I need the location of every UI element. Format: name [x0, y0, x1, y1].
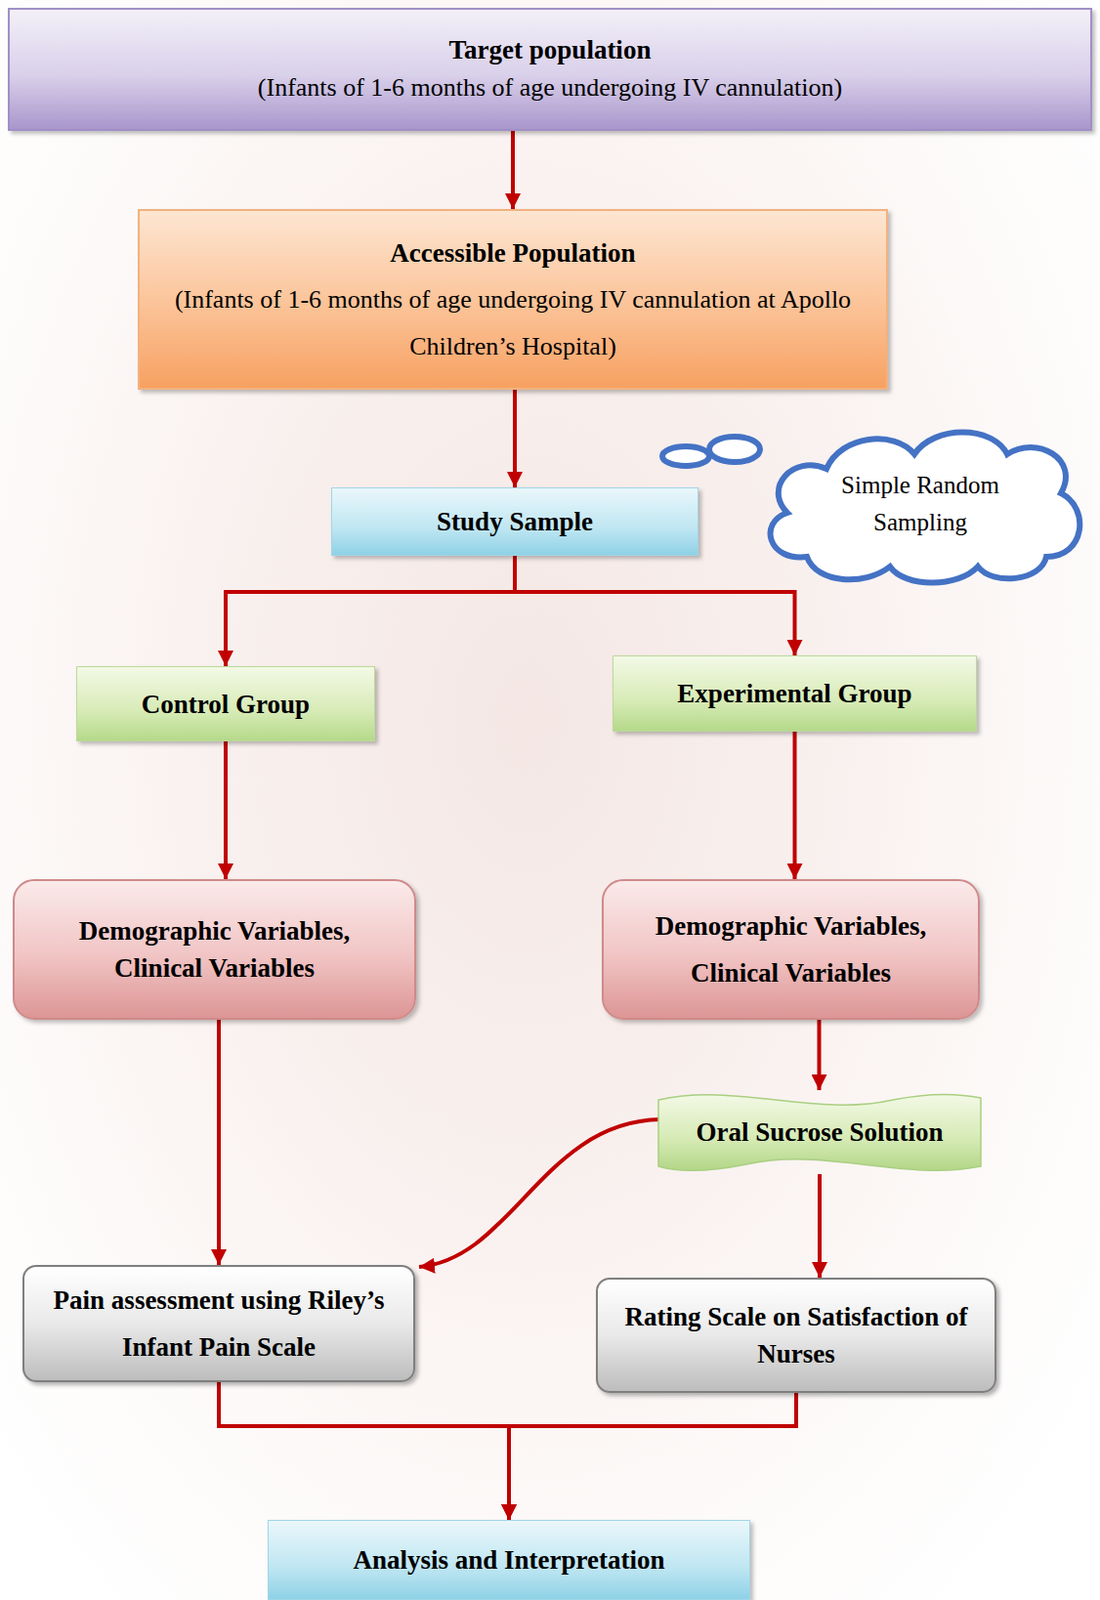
node-text: (Infants of 1-6 months of age undergoing… — [257, 68, 843, 108]
group-box: Control Group — [76, 666, 376, 742]
node-text: Pain assessment using Riley’s Infant Pai… — [36, 1276, 402, 1371]
thought-bubble — [662, 446, 710, 466]
population-box: Accessible Population(Infants of 1-6 mon… — [137, 209, 889, 390]
banner-path — [658, 1095, 981, 1172]
sampling-cloud: Simple Random Sampling — [748, 420, 1093, 589]
node-text: Experimental Group — [676, 675, 912, 713]
cloud-path — [770, 432, 1081, 584]
flow-arrow — [508, 1393, 797, 1521]
flow-arrow — [817, 1174, 822, 1278]
intervention-banner: Oral Sucrose Solution — [658, 1090, 981, 1175]
population-band: Target population(Infants of 1-6 months … — [7, 7, 1093, 131]
node-text: Demographic Variables, Clinical Variable… — [32, 912, 397, 987]
node-heading: Accessible Population — [389, 229, 635, 277]
node-text: Control Group — [141, 685, 310, 723]
node-heading: Target population — [449, 31, 652, 69]
node-text: Simple Random Sampling — [816, 466, 1024, 542]
flow-arrow — [218, 1382, 509, 1521]
flow-arrow — [216, 1019, 221, 1266]
flow-arrow — [512, 389, 517, 488]
node-text: Rating Scale on Satisfaction of Nurses — [609, 1298, 983, 1373]
flow-arrow — [514, 555, 796, 656]
group-box: Experimental Group — [612, 655, 977, 732]
tool-box: Rating Scale on Satisfaction of Nurses — [595, 1277, 997, 1394]
variables-box: Demographic Variables, Clinical Variable… — [12, 879, 417, 1020]
sample-box: Study Sample — [331, 487, 699, 556]
node-text: Demographic Variables, Clinical Variable… — [621, 902, 961, 997]
node-text: Study Sample — [436, 503, 593, 541]
flow-arrow — [419, 1119, 661, 1268]
thought-bubble — [709, 436, 761, 463]
node-text: Analysis and Interpretation — [352, 1541, 665, 1579]
flow-arrow — [223, 741, 228, 880]
node-text: (Infants of 1-6 months of age undergoing… — [161, 276, 865, 371]
node-text: Oral Sucrose Solution — [695, 1113, 943, 1151]
tool-box: Pain assessment using Riley’s Infant Pai… — [22, 1265, 416, 1383]
cloud-outline — [748, 420, 1093, 589]
variables-box: Demographic Variables, Clinical Variable… — [601, 879, 980, 1020]
flow-arrow — [793, 731, 798, 880]
analysis-box: Analysis and Interpretation — [267, 1520, 751, 1600]
flow-arrow — [510, 130, 515, 210]
flow-arrow — [225, 555, 515, 667]
flow-arrow — [817, 1019, 822, 1091]
